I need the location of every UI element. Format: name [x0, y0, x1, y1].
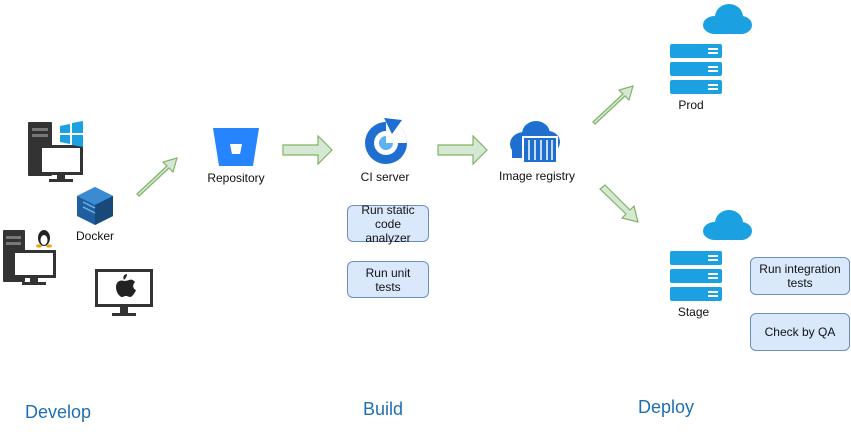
stage-label: Stage [677, 305, 710, 319]
ci-server-icon [365, 118, 407, 164]
image-registry-icon [510, 121, 560, 164]
deploy-stage-title: Deploy [638, 397, 695, 417]
static-analyzer-task: Run static code analyzer [347, 203, 429, 245]
arrow-icon [437, 134, 488, 166]
docker-box-icon [77, 187, 113, 225]
server-rack-icon [670, 251, 722, 301]
mac-monitor-icon [95, 269, 153, 316]
arrow-icon [282, 134, 333, 166]
develop-stage-title: Develop [25, 402, 92, 422]
qa-task: Check by QA [750, 313, 850, 351]
arrow-icon [592, 85, 634, 125]
integration-tests-task: Run integration tests [750, 257, 850, 295]
windows-pc-icon [28, 121, 83, 182]
cloud-icon [703, 210, 752, 240]
arrow-icon [599, 184, 639, 223]
prod-label: Prod [678, 98, 704, 112]
bitbucket-icon [213, 128, 259, 166]
arrow-icon [136, 157, 178, 197]
unit-tests-task: Run unit tests [347, 261, 429, 298]
build-stage-title: Build [363, 399, 404, 419]
image-registry-label: Image registry [498, 169, 576, 183]
ci-server-label: CI server [360, 170, 410, 184]
repository-label: Repository [207, 171, 265, 185]
docker-label: Docker [75, 229, 114, 243]
cloud-icon [703, 4, 752, 34]
linux-pc-icon [3, 230, 56, 285]
server-rack-icon [670, 44, 722, 94]
